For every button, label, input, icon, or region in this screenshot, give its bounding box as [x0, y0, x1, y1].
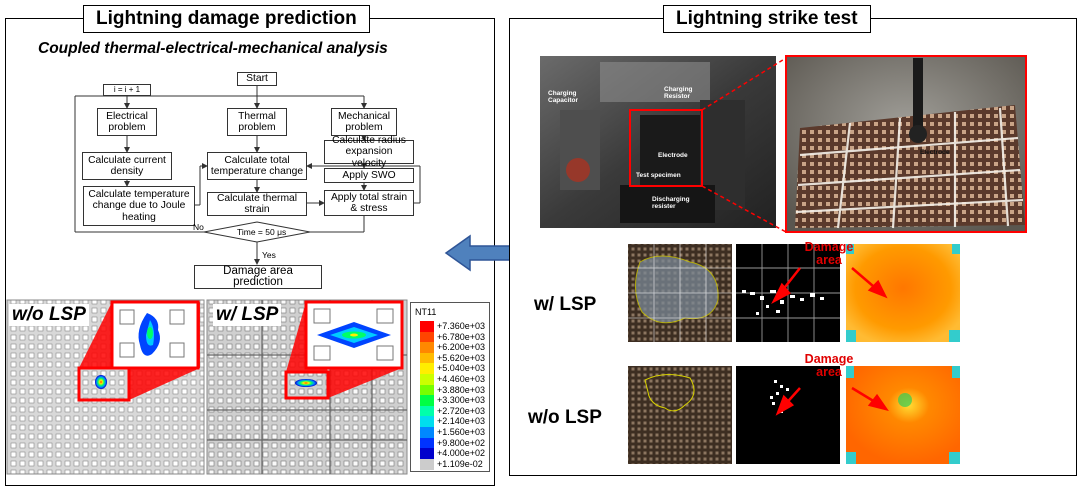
legend-swatch: [420, 395, 434, 407]
apply-total-strain-box: Apply total strain & stress: [324, 190, 414, 216]
test-with-lsp-label: w/ LSP: [534, 294, 597, 315]
legend-value: +4.000e+02: [437, 448, 486, 459]
legend-value: +1.109e-02: [437, 458, 483, 469]
sim-with-lsp-damage: [295, 379, 317, 387]
legend-swatch: [420, 321, 434, 332]
legend-swatch: [420, 405, 434, 417]
label-electrode: Electrode: [658, 152, 688, 159]
apply-swo-box: Apply SWO: [324, 168, 414, 183]
legend-value: +3.300e+03: [437, 395, 486, 406]
mechanical-problem-box: Mechanical problem: [331, 108, 397, 136]
label-charging-resistor: Charging Resistor: [664, 86, 693, 100]
legend-swatch: [420, 374, 434, 385]
no-label: No: [193, 222, 204, 232]
left-panel-title: Lightning damage prediction: [83, 5, 370, 33]
legend-value: +1.560e+03: [437, 427, 486, 437]
without-lsp-photo: [628, 366, 732, 464]
legend-swatch: [420, 416, 434, 428]
label-electrode-closeup: Electrode: [920, 149, 950, 156]
legend-value: +4.460e+03: [437, 374, 486, 384]
increment-box: i = i + 1: [103, 84, 151, 96]
sim-with-lsp-label: w/ LSP: [213, 304, 282, 326]
electrical-problem-box: Electrical problem: [97, 108, 157, 136]
legend-value: +2.140e+03: [437, 416, 486, 427]
legend-value: +2.720e+03: [437, 405, 486, 416]
legend-swatch: [420, 352, 434, 364]
damage-area-prediction-box: Damage area prediction: [194, 265, 322, 289]
right-panel-title: Lightning strike test: [663, 5, 871, 33]
label-test-specimen: Test specimen: [636, 172, 681, 179]
legend-swatch: [420, 448, 434, 460]
legend-swatch: [420, 363, 434, 375]
legend-swatch: [420, 437, 434, 449]
legend-swatch: [420, 331, 434, 343]
sim-without-lsp-damage: [95, 375, 107, 389]
legend-value: +9.800e+02: [437, 437, 486, 448]
legend-title: NT11: [415, 307, 437, 317]
sim-without-lsp-label: w/o LSP: [9, 304, 89, 326]
damage-area-label-bottom: Damage area: [804, 352, 854, 379]
label-charging-capacitor: Charging Capacitor: [548, 90, 578, 104]
nt11-legend: NT11 +7.360e+03+6.780e+03+6.200e+03+5.62…: [410, 302, 490, 472]
with-lsp-thermal-image: [846, 244, 960, 342]
calc-total-temp-box: Calculate total temperature change: [207, 152, 307, 180]
legend-value: +7.360e+03: [437, 321, 486, 331]
start-box: Start: [237, 72, 277, 86]
label-discharging-resister: Discharging resister: [652, 196, 690, 210]
legend-swatch: [420, 342, 434, 354]
thermal-problem-box: Thermal problem: [227, 108, 287, 136]
yes-label: Yes: [262, 250, 276, 260]
calc-current-density-box: Calculate current density: [82, 152, 172, 180]
legend-value: +5.620e+03: [437, 352, 486, 363]
left-panel-subtitle: Coupled thermal-electrical-mechanical an…: [38, 40, 388, 57]
legend-swatch: [420, 427, 434, 438]
legend-value: +5.040e+03: [437, 363, 486, 374]
decision-label: Time = 50 μs: [237, 227, 287, 237]
calc-temp-joule-box: Calculate temperature change due to Joul…: [83, 186, 195, 226]
without-lsp-thermal-image: [846, 366, 960, 464]
lab-photo-highlight: [629, 109, 703, 187]
damage-area-label-top: Damage area: [804, 240, 854, 267]
legend-value: +3.880e+03: [437, 384, 486, 395]
calc-radius-expansion-box: Calculate radius expansion velocity: [324, 135, 414, 169]
legend-value: +6.200e+03: [437, 342, 486, 353]
without-lsp-binary-image: [736, 366, 840, 464]
legend-value: +6.780e+03: [437, 331, 486, 342]
legend-swatch: [420, 458, 434, 470]
calc-thermal-strain-box: Calculate thermal strain: [207, 192, 307, 216]
legend-swatch: [420, 384, 434, 396]
test-without-lsp-label: w/o LSP: [528, 407, 602, 428]
